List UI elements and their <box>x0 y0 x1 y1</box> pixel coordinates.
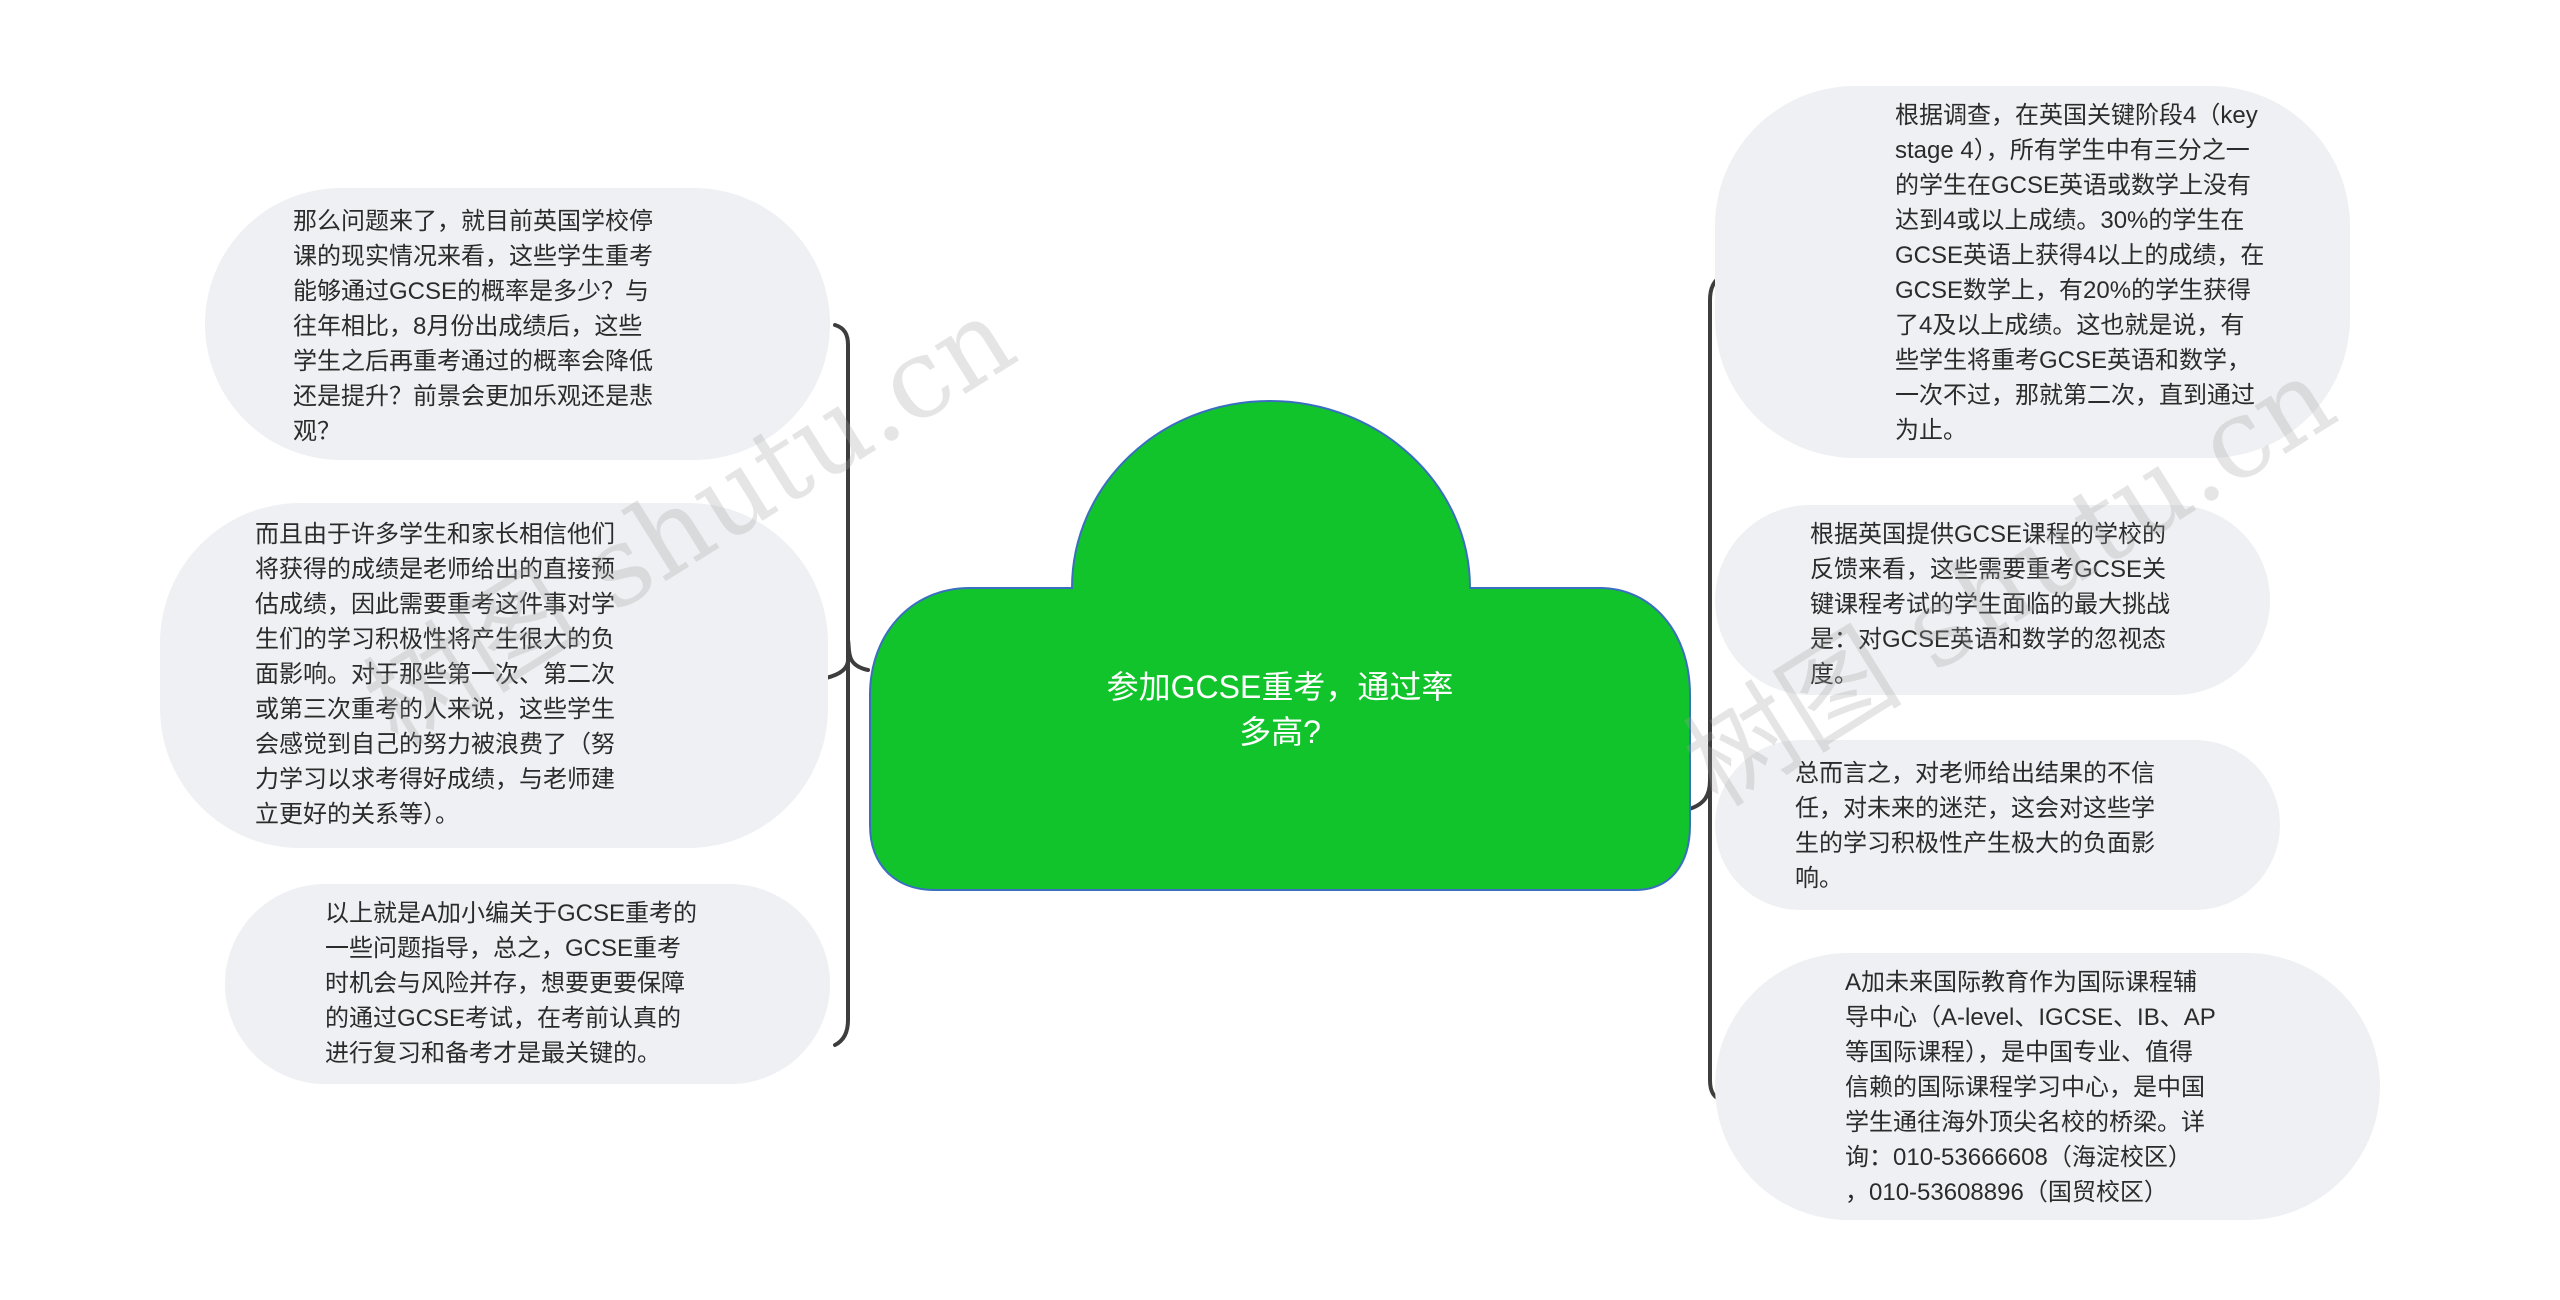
central-topic-cloud[interactable] <box>860 395 1700 895</box>
left-node-1[interactable]: 那么问题来了，就目前英国学校停 课的现实情况来看，这些学生重考 能够通过GCSE… <box>205 188 830 460</box>
left-node-2[interactable]: 而且由于许多学生和家长相信他们 将获得的成绩是老师给出的直接预 估成绩，因此需要… <box>160 503 828 848</box>
cloud-shape <box>869 399 1691 891</box>
central-topic-label: 参加GCSE重考，通过率 多高? <box>1106 669 1454 750</box>
left-node-3-text: 以上就是A加小编关于GCSE重考的 一些问题指导，总之，GCSE重考 时机会与风… <box>325 900 698 1067</box>
left-connector <box>824 323 870 1047</box>
right-node-4[interactable]: A加未来国际教育作为国际课程辅 导中心（A-level、IGCSE、IB、AP … <box>1715 953 2380 1220</box>
right-node-3[interactable]: 总而言之，对老师给出结果的不信 任，对未来的迷茫，这会对这些学 生的学习积极性产… <box>1715 740 2280 910</box>
left-node-3[interactable]: 以上就是A加小编关于GCSE重考的 一些问题指导，总之，GCSE重考 时机会与风… <box>225 884 830 1084</box>
left-node-2-text: 而且由于许多学生和家长相信他们 将获得的成绩是老师给出的直接预 估成绩，因此需要… <box>255 521 615 828</box>
right-node-2-text: 根据英国提供GCSE课程的学校的 反馈来看，这些需要重考GCSE关 键课程考试的… <box>1810 521 2170 688</box>
right-node-4-text: A加未来国际教育作为国际课程辅 导中心（A-level、IGCSE、IB、AP … <box>1845 969 2216 1206</box>
right-node-3-text: 总而言之，对老师给出结果的不信 任，对未来的迷茫，这会对这些学 生的学习积极性产… <box>1795 760 2155 892</box>
right-node-2[interactable]: 根据英国提供GCSE课程的学校的 反馈来看，这些需要重考GCSE关 键课程考试的… <box>1715 505 2270 695</box>
right-node-1[interactable]: 根据调查，在英国关键阶段4（key stage 4），所有学生中有三分之一 的学… <box>1715 86 2350 458</box>
left-node-1-text: 那么问题来了，就目前英国学校停 课的现实情况来看，这些学生重考 能够通过GCSE… <box>293 208 653 445</box>
right-node-1-text: 根据调查，在英国关键阶段4（key stage 4），所有学生中有三分之一 的学… <box>1895 102 2265 444</box>
